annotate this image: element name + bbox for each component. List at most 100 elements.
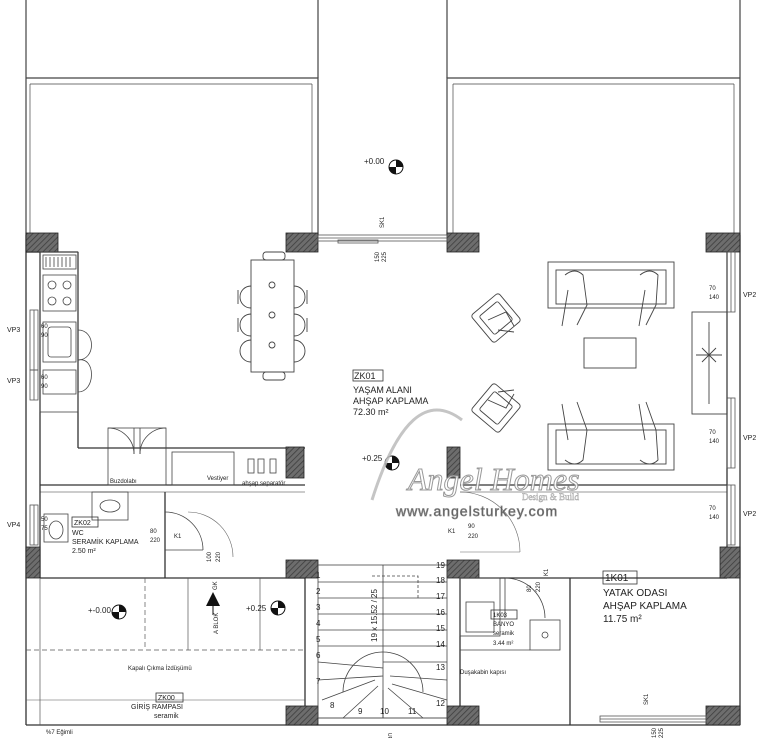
step-number: 16 — [436, 608, 445, 617]
bath-fixtures — [459, 577, 561, 651]
watermark-logo: Angel Homes Design & Build www.angelstur… — [370, 408, 580, 519]
k1wc-tag: K1 — [174, 534, 182, 540]
vp2a-h: 140 — [709, 295, 720, 301]
wc-area: 2.50 m² — [72, 548, 96, 555]
door-swings — [187, 491, 521, 558]
vp2b-w: 70 — [709, 430, 716, 436]
vp4-w: 50 — [41, 517, 48, 523]
step-number: 13 — [436, 663, 445, 672]
k1bath-tag: K1 — [544, 568, 550, 576]
step-number: 19 — [436, 561, 445, 570]
wc-floor: SERAMİK KAPLAMA — [72, 537, 139, 546]
vp2b-h: 140 — [709, 439, 720, 445]
wc-fixtures — [43, 491, 204, 551]
living-area: 72.30 m² — [353, 407, 389, 417]
level-marker-outside — [111, 604, 127, 620]
vp2c-h: 140 — [709, 515, 720, 521]
vp3b-h: 90 — [41, 384, 48, 390]
step-number: 4 — [316, 619, 321, 628]
bath-area: 3.44 m² — [493, 641, 513, 647]
step-number: 1 — [316, 571, 321, 580]
wardrobe-label: Vestiyer — [207, 476, 228, 482]
bath-name: BANYO — [493, 622, 514, 628]
block-label: A BLOK — [214, 613, 220, 634]
k1bath-h: 220 — [536, 581, 542, 592]
sk1a-w: 150 — [375, 251, 381, 262]
step-number: 3 — [316, 603, 321, 612]
sk1b-h: 225 — [659, 727, 665, 738]
bedroom-area: 11.75 m² — [603, 614, 642, 625]
k1wc-w: 80 — [150, 529, 157, 535]
step-number: 14 — [436, 640, 445, 649]
fridge-label: Buzdolabı — [110, 479, 137, 485]
wc-code: ZK02 — [74, 520, 91, 527]
k1bath-w: 80 — [527, 585, 533, 592]
vp4-h: 75 — [41, 526, 48, 532]
wardrobe — [171, 451, 277, 486]
sk1b-tag: SK1 — [644, 693, 650, 705]
step-number: 2 — [316, 587, 321, 596]
kitchen — [39, 251, 92, 413]
stairs-label: 19 x 15.52 / 25 — [370, 589, 379, 642]
separator-label: ahşap separatör — [242, 481, 285, 487]
lounge-furniture — [471, 261, 728, 471]
level-terrace: +0.00 — [364, 157, 385, 166]
ramp-code: ZK00 — [158, 695, 175, 702]
step-number: 18 — [436, 576, 445, 585]
step-number: 7 — [316, 677, 321, 686]
up-label: UP — [386, 733, 392, 738]
living-code: ZK01 — [354, 371, 376, 381]
level-marker-terrace — [388, 159, 404, 175]
level-entrance: +0.25 — [246, 604, 267, 613]
bath-code: 1K03 — [493, 613, 508, 619]
staircase — [317, 564, 448, 719]
vp2a-tag: VP2 — [743, 292, 756, 299]
gk-h: 220 — [216, 551, 222, 562]
level-outside: +-0.00 — [88, 606, 111, 615]
sk1b-w: 150 — [652, 727, 658, 738]
step-number: 12 — [436, 699, 445, 708]
wc-name: WC — [72, 530, 84, 537]
vp4-tag: VP4 — [7, 522, 20, 529]
room-tag-frames — [71, 369, 638, 703]
dining-table — [237, 251, 308, 381]
bath-floor: seramik — [493, 631, 515, 637]
entrance-area — [26, 578, 305, 725]
vp3a-h: 90 — [41, 333, 48, 339]
sk1a-h: 225 — [382, 251, 388, 262]
bedroom-name: YATAK ODASI — [603, 588, 667, 599]
vp3b-tag: VP3 — [7, 378, 20, 385]
step-number: 8 — [330, 701, 335, 710]
watermark-tagline: Design & Build — [522, 492, 580, 502]
step-number: 6 — [316, 651, 321, 660]
vp2c-w: 70 — [709, 506, 716, 512]
step-number: 15 — [436, 624, 445, 633]
level-living: +0.25 — [362, 454, 383, 463]
columns — [25, 232, 741, 726]
vp3a-w: 60 — [41, 324, 48, 330]
ramp-name: GİRİŞ RAMPASI — [131, 702, 183, 711]
gk-w: 100 — [207, 551, 213, 562]
living-name: YAŞAM ALANI — [353, 385, 412, 395]
bedroom-code: 1K01 — [605, 573, 629, 584]
vp3b-w: 60 — [41, 375, 48, 381]
step-number: 9 — [358, 707, 363, 716]
k1wc-h: 220 — [150, 538, 161, 544]
window-frames — [29, 234, 736, 723]
fridge — [107, 427, 167, 486]
sk1a-tag: SK1 — [380, 216, 386, 228]
vp2a-w: 70 — [709, 286, 716, 292]
canopy-label: Kapalı Çıkma İzdüşümü — [128, 665, 192, 672]
vp2c-tag: VP2 — [743, 511, 756, 518]
step-number: 11 — [408, 707, 417, 716]
step-number: 5 — [316, 635, 321, 644]
bedroom-floor: AHŞAP KAPLAMA — [603, 601, 687, 612]
vp2b-tag: VP2 — [743, 435, 756, 442]
ramp-floor: seramik — [154, 713, 179, 720]
terrace-outline — [25, 0, 741, 235]
k1bed-tag: K1 — [448, 529, 456, 535]
shower-label: Duşakabin kapısı — [460, 670, 506, 676]
living-floor: AHŞAP KAPLAMA — [353, 396, 428, 406]
